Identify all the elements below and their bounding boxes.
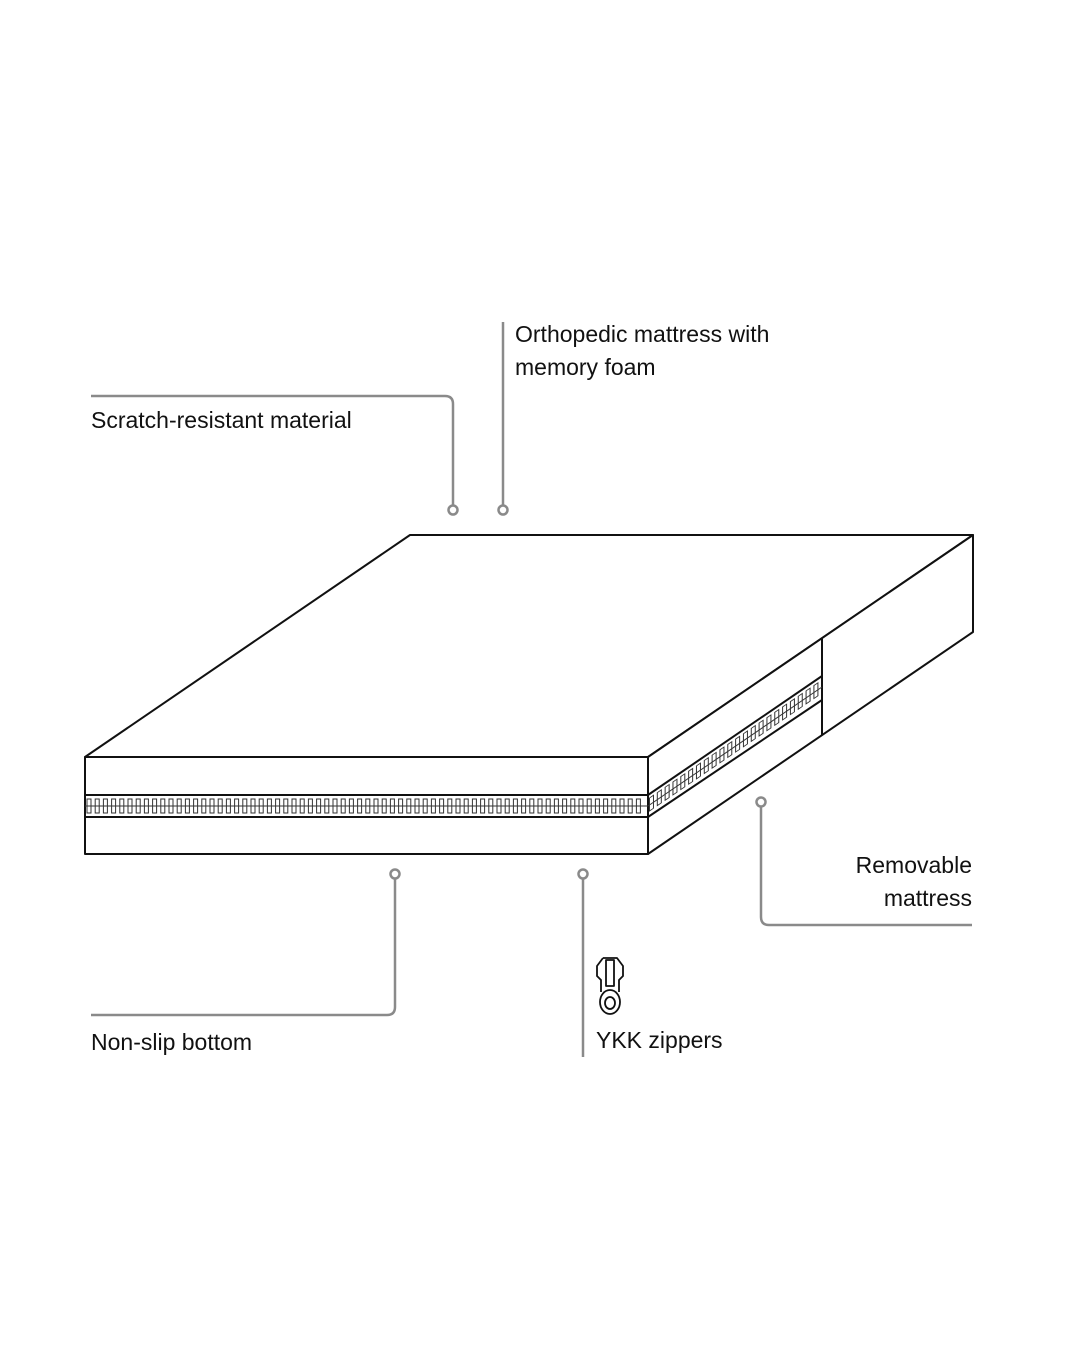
callout-nonslip [91, 879, 397, 1017]
mattress-front-lower [84, 816, 649, 855]
label-orthopedic-line2: memory foam [515, 354, 656, 380]
callout-removable [759, 807, 972, 927]
mattress-front-upper [84, 756, 649, 796]
zipper-teeth [85, 681, 823, 814]
label-removable-line1: Removable [855, 852, 972, 878]
side-zip-bottom [647, 699, 823, 818]
label-removable-line2: mattress [883, 885, 972, 911]
zipper-pull-icon [596, 957, 624, 1015]
callout-lines [91, 322, 972, 1057]
side-zip-top [647, 675, 823, 796]
zipper-center [647, 686, 823, 807]
callout-scratch [91, 394, 455, 505]
label-orthopedic-line1: Orthopedic mattress with [515, 321, 770, 347]
label-ykk-zippers: YKK zippers [596, 1027, 723, 1053]
label-non-slip: Non-slip bottom [91, 1029, 253, 1055]
label-scratch-resistant: Scratch-resistant material [91, 407, 352, 433]
